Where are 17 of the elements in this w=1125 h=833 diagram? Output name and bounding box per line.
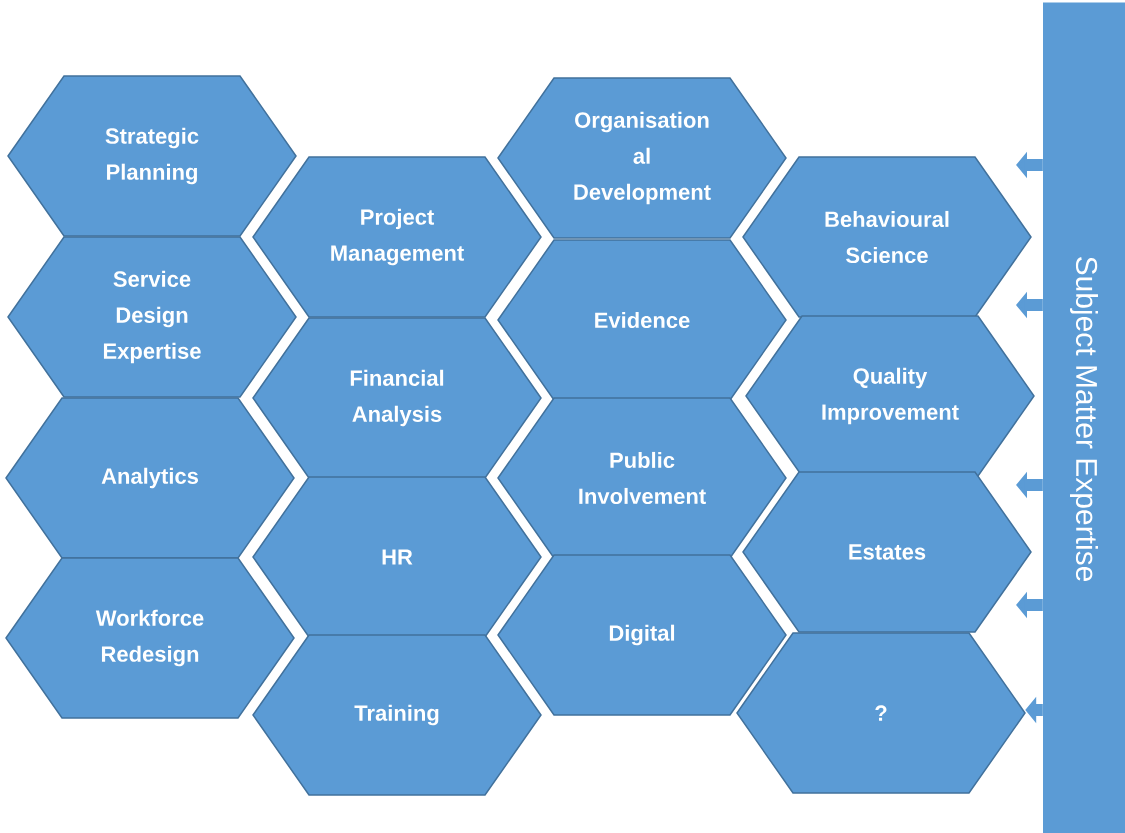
hexagon: Project Management [252, 156, 542, 318]
hexagon: Public Involvement [497, 397, 787, 559]
hexagon: Financial Analysis [252, 317, 542, 479]
hexagon: HR [252, 476, 542, 638]
hexagon: Service Design Expertise [7, 236, 297, 398]
hexagon: Digital [497, 554, 787, 716]
hexagon: Evidence [497, 239, 787, 401]
hexagon: Analytics [5, 397, 295, 559]
hexagon: Estates [742, 471, 1032, 633]
hexagon: Organisation al Development [497, 77, 787, 239]
hexagon: Quality Improvement [745, 315, 1035, 477]
hexagon: Workforce Redesign [5, 557, 295, 719]
hexagon: Strategic Planning [7, 75, 297, 237]
hexagon: Training [252, 634, 542, 796]
vertical-bar: Subject Matter Expertise [1043, 2, 1125, 833]
hexagon: ? [736, 632, 1026, 794]
hexagon: Behavioural Science [742, 156, 1032, 318]
